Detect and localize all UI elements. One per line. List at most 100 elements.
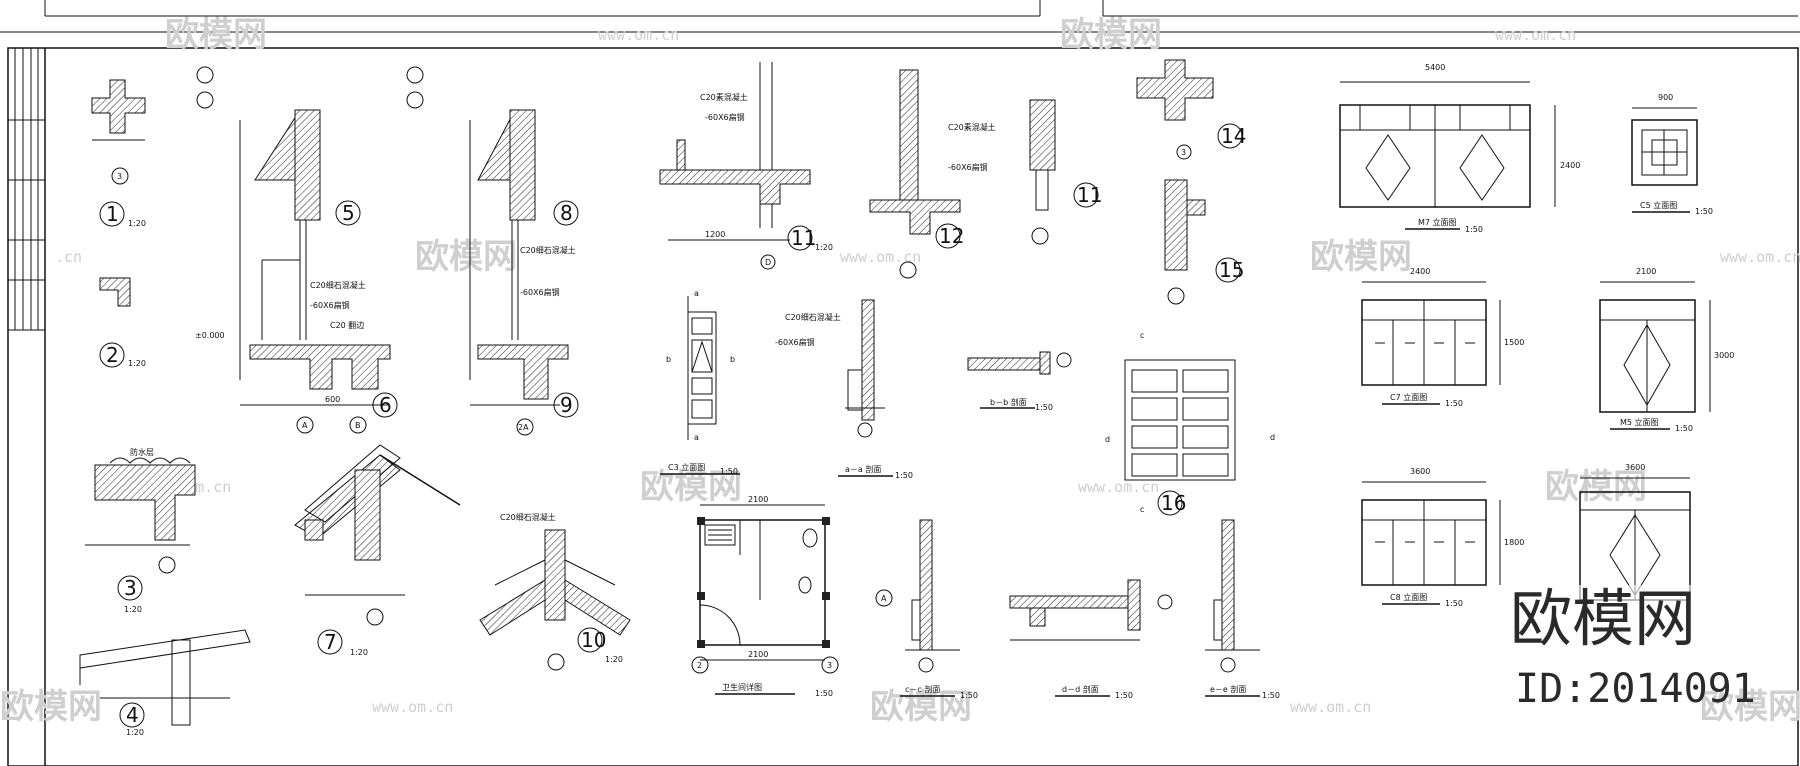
- detail-number: 11: [791, 226, 816, 250]
- callout-note: -60X6扁钢: [775, 337, 815, 347]
- detail-number: 8: [560, 201, 573, 225]
- scale-label: 1:20: [128, 219, 146, 228]
- scale-label: 1:50: [1035, 403, 1053, 412]
- detail-number: 9: [560, 393, 573, 417]
- scale-label: 1:50: [1262, 691, 1280, 700]
- dimension: 2100: [748, 650, 768, 659]
- callout-note: 防水层: [130, 447, 154, 457]
- scale-label: 1:20: [128, 359, 146, 368]
- detail-number: 10: [581, 628, 606, 652]
- detail-10: C20细石混凝土 10 1:20: [479, 512, 631, 671]
- watermark-brand: 欧模网: [1700, 687, 1800, 727]
- scale-label: 1:20: [350, 648, 368, 657]
- drawing-title: 卫生间详图: [722, 682, 762, 692]
- watermark-url: www.om.cn: [598, 26, 679, 44]
- detail-number: 3: [124, 576, 137, 600]
- axis-label: D: [765, 258, 771, 267]
- dd-section: d－d 剖面 1:50: [1009, 579, 1173, 700]
- section-mark: d: [1270, 433, 1275, 442]
- dimension: 3000: [1714, 351, 1734, 360]
- scale-label: 1:20: [124, 605, 142, 614]
- corner-id: ID:2014091: [1515, 666, 1756, 712]
- c3-elevation: a b b a C3 立面图 1:50: [660, 289, 740, 476]
- detail-number: 5: [342, 201, 355, 225]
- detail-1: 3 1 1:20: [91, 79, 146, 228]
- axis-label: B: [355, 421, 361, 430]
- scale-label: 1:50: [1695, 207, 1713, 216]
- drawing-title: C5 立面图: [1640, 200, 1677, 210]
- scale-label: 1:50: [1115, 691, 1133, 700]
- section-mark: b: [730, 355, 735, 364]
- callout-note: -60X6扁钢: [520, 287, 560, 297]
- door-16-elevation: c d d c 16: [1105, 331, 1275, 516]
- detail-11: C20素混凝土 -60X6扁钢 1200 D 11 1:20: [659, 62, 833, 270]
- c7-elevation: 2400 1500 C7 立面图 1:50: [1361, 267, 1524, 408]
- elevation-mark: ±0.000: [195, 331, 225, 340]
- callout-note: -60X6扁钢: [948, 162, 988, 172]
- callout-note: C20细石混凝土: [520, 245, 576, 255]
- watermark-url-partial: .cn: [55, 248, 82, 266]
- callout-note: C20细石混凝土: [500, 512, 556, 522]
- axis-label: 2A: [518, 423, 529, 432]
- watermark-url: www.om.cn: [1495, 26, 1576, 44]
- callout-note: -60X6扁钢: [310, 300, 350, 310]
- callout-note: C20细石混凝土: [310, 280, 366, 290]
- dimension: 1500: [1504, 338, 1524, 347]
- m5-elevation: 2100 3000 M5 立面图 1:50: [1599, 267, 1734, 433]
- dimension: 2100: [1636, 267, 1656, 276]
- scale-label: 1:20: [126, 728, 144, 737]
- callout-note: C20 翻边: [330, 320, 364, 330]
- scale-label: 1:50: [1465, 225, 1483, 234]
- dimension: 2400: [1410, 267, 1430, 276]
- dimension: 900: [1658, 93, 1673, 102]
- axis-label: 3: [117, 172, 122, 181]
- watermark-url: www.om.cn: [840, 248, 921, 266]
- title-strip: [8, 48, 45, 331]
- dimension: 5400: [1425, 63, 1445, 72]
- drawing-title: b－b 剖面: [990, 397, 1027, 407]
- dimension: 1200: [705, 230, 725, 239]
- scale-label: 1:50: [720, 467, 738, 476]
- watermark-brand: 欧模网: [1310, 237, 1412, 277]
- detail-number: 14: [1221, 124, 1246, 148]
- detail-8-9: C20细石混凝土 -60X6扁钢 2A 8 9: [406, 66, 579, 436]
- scale-label: 1:50: [1675, 424, 1693, 433]
- c5-elevation: 900 C5 立面图 1:50: [1631, 93, 1713, 216]
- scale-label: 1:20: [815, 243, 833, 252]
- detail-number: 12: [939, 224, 964, 248]
- detail-7: 7 1:20: [294, 444, 461, 657]
- bb-section: b－b 剖面 1:50: [967, 351, 1072, 412]
- drawing-title: C7 立面图: [1390, 392, 1427, 402]
- dimension: 600: [325, 395, 340, 404]
- watermark-url: www.om.cn: [1720, 248, 1800, 266]
- drawing-title: M5 立面图: [1620, 417, 1659, 427]
- dimension: 3600: [1625, 463, 1645, 472]
- watermark-brand: 欧模网: [415, 237, 517, 277]
- drawing-title: d－d 剖面: [1062, 684, 1099, 694]
- dimension: 1800: [1504, 538, 1524, 547]
- section-mark: a: [694, 289, 699, 298]
- section-mark: d: [1105, 435, 1110, 444]
- watermark-brand: 欧模网: [1545, 467, 1647, 507]
- scale-label: 1:50: [1445, 599, 1463, 608]
- watermark-brand: 欧模网: [165, 15, 267, 55]
- callout-note: C20素混凝土: [948, 122, 996, 132]
- corner-watermark: 欧模网 ID:2014091: [1505, 582, 1756, 712]
- detail-14-15: 3 14 15: [1136, 59, 1246, 305]
- section-mark: c: [1140, 331, 1144, 340]
- detail-number: 7: [324, 630, 337, 654]
- watermark-url: www.om.cn: [372, 698, 453, 716]
- ee-section: e－e 剖面 1:50: [1205, 519, 1280, 700]
- scale-label: 1:20: [605, 655, 623, 664]
- toilet-plan: 2100 2100 A 2 3 卫生间详图 1:50: [691, 495, 893, 698]
- dimension: 3600: [1410, 467, 1430, 476]
- c8-elevation: 3600 1800 C8 立面图 1:50: [1361, 467, 1524, 608]
- detail-5-6: C20细石混凝土 -60X6扁钢 C20 翻边 600 A B 5 6 ±0.0…: [195, 66, 398, 434]
- m7-elevation: 5400 2400 M7 立面图 1:50: [1339, 63, 1580, 234]
- detail-number: 1: [106, 202, 119, 226]
- detail-11b: 11: [1029, 99, 1102, 245]
- detail-number: 16: [1161, 491, 1186, 515]
- section-mark: c: [1140, 505, 1144, 514]
